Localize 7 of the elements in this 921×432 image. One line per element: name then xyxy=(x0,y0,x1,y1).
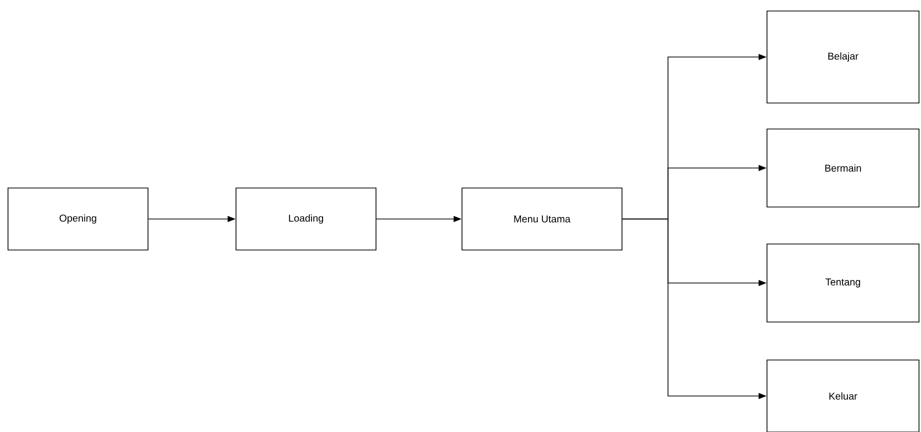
process-box: Loading xyxy=(236,188,376,250)
process-box: Keluar xyxy=(766,360,920,432)
process-box: Tentang xyxy=(766,244,920,322)
process-box: Bermain xyxy=(766,128,920,208)
process-box: Menu Utama xyxy=(462,188,622,250)
process-box: Opening xyxy=(8,188,148,250)
process-box: Belajar xyxy=(766,10,920,104)
